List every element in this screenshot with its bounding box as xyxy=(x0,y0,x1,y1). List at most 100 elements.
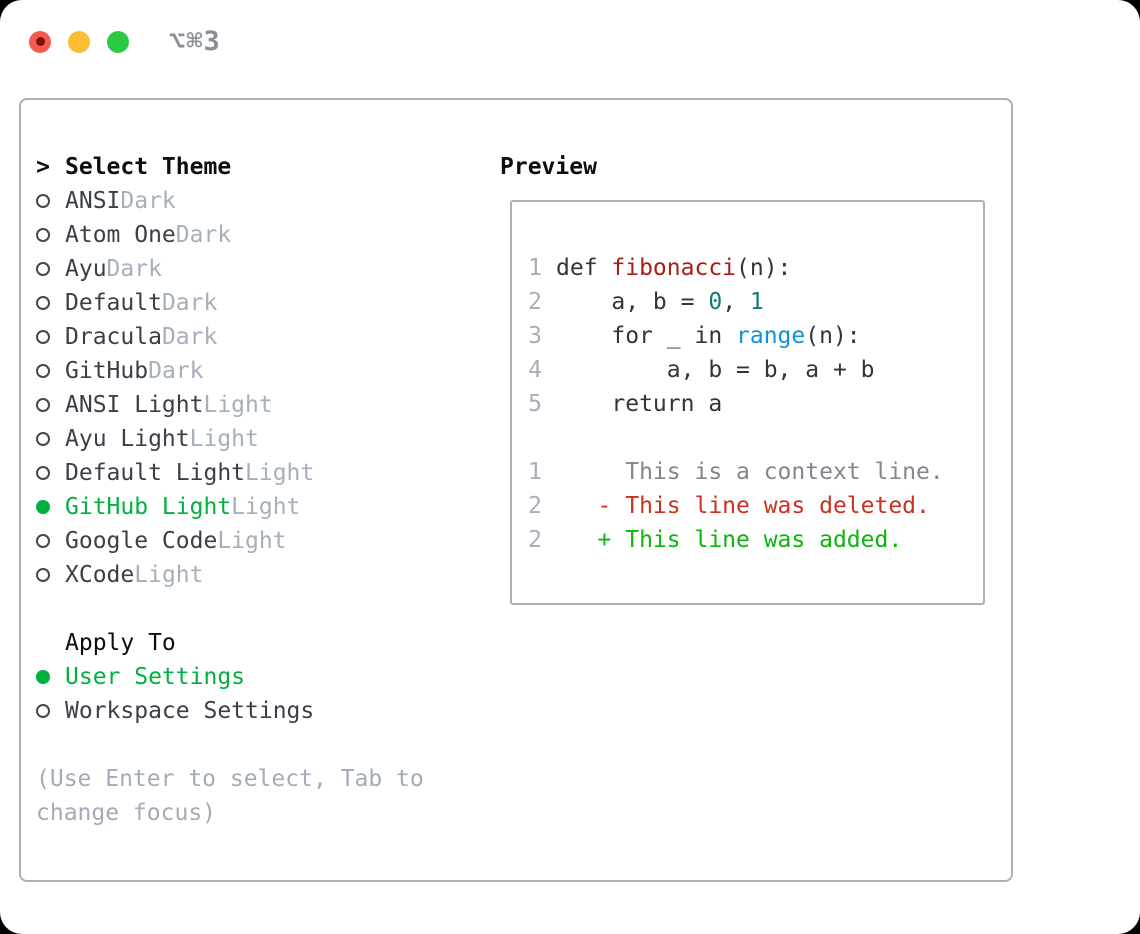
radio-selected-icon xyxy=(36,490,50,524)
help-text-line: (Use Enter to select, Tab to xyxy=(36,766,424,792)
code-token-plain: def xyxy=(556,255,612,281)
theme-option-github[interactable]: GitHub Dark xyxy=(36,354,486,388)
diff-line: 2 + This line was added. xyxy=(528,523,944,557)
theme-option-github-light[interactable]: GitHub Light Light xyxy=(36,490,486,524)
picker-header-row: > Select Theme xyxy=(36,150,486,184)
help-text-line: change focus) xyxy=(36,800,217,826)
code-token-plain: (n): xyxy=(736,255,792,281)
theme-option-ansi-light[interactable]: ANSI Light Light xyxy=(36,388,486,422)
minimize-button[interactable] xyxy=(68,30,90,53)
theme-name: Default xyxy=(65,290,162,316)
theme-name: Ayu xyxy=(65,256,107,282)
theme-option-default-light[interactable]: Default Light Light xyxy=(36,456,486,490)
theme-variant: Dark xyxy=(120,188,176,214)
line-number: 2 xyxy=(528,493,542,519)
code-token-plain: (n): xyxy=(805,323,861,349)
apply-to-header-row: Apply To xyxy=(36,626,486,660)
picker-header: Select Theme xyxy=(65,154,232,180)
zoom-button[interactable] xyxy=(107,30,129,53)
theme-option-xcode[interactable]: XCode Light xyxy=(36,558,486,592)
theme-name: ANSI Light xyxy=(65,392,204,418)
titlebar: ⌥⌘3 xyxy=(29,26,221,57)
close-button[interactable] xyxy=(29,30,51,53)
code-token-deleted: - This line was deleted. xyxy=(556,493,930,519)
theme-variant: Dark xyxy=(106,256,162,282)
radio-selected-icon xyxy=(36,660,50,694)
code-token-builtin: range xyxy=(736,323,806,349)
code-token-plain: , xyxy=(722,289,750,315)
theme-option-dracula[interactable]: Dracula Dark xyxy=(36,320,486,354)
theme-variant: Light xyxy=(203,392,273,418)
line-number: 3 xyxy=(528,323,542,349)
code-token-func: fibonacci xyxy=(611,255,737,281)
theme-name: Dracula xyxy=(65,324,162,350)
prompt-icon: > xyxy=(36,154,50,180)
radio-unselected-icon xyxy=(36,320,50,354)
theme-name: Google Code xyxy=(65,528,218,554)
code-token-plain: a, b = xyxy=(556,289,709,315)
theme-option-ayu[interactable]: Ayu Dark xyxy=(36,252,486,286)
theme-name: GitHub xyxy=(65,358,149,384)
apply-option-user-settings[interactable]: User Settings xyxy=(36,660,486,694)
radio-unselected-icon xyxy=(36,184,50,218)
radio-unselected-icon xyxy=(36,694,50,728)
apply-to-header: Apply To xyxy=(65,630,176,656)
code-token-added: + This line was added. xyxy=(556,527,903,553)
theme-variant: Light xyxy=(245,460,315,486)
radio-unselected-icon xyxy=(36,456,50,490)
code-token-plain: return a xyxy=(556,391,723,417)
code-token-context: This is a context line. xyxy=(556,459,944,485)
theme-name: XCode xyxy=(65,562,135,588)
theme-name: Ayu Light xyxy=(65,426,190,452)
apply-option-workspace-settings[interactable]: Workspace Settings xyxy=(36,694,486,728)
spacer-row xyxy=(36,592,486,626)
radio-unselected-icon xyxy=(36,422,50,456)
radio-unselected-icon xyxy=(36,354,50,388)
code-token-number: 1 xyxy=(749,289,764,315)
theme-variant: Light xyxy=(217,528,287,554)
radio-unselected-icon xyxy=(36,558,50,592)
code-line: 3 for _ in range(n): xyxy=(528,319,944,353)
code-line: 4 a, b = b, a + b xyxy=(528,353,944,387)
line-number: 2 xyxy=(528,289,542,315)
spacer-row xyxy=(36,728,486,762)
code-token-number: 0 xyxy=(708,289,723,315)
modified-dot-icon xyxy=(35,37,45,46)
theme-variant: Light xyxy=(231,494,301,520)
apply-option-name: User Settings xyxy=(65,664,246,690)
theme-option-ayu-light[interactable]: Ayu Light Light xyxy=(36,422,486,456)
theme-option-ansi[interactable]: ANSI Dark xyxy=(36,184,486,218)
radio-unselected-icon xyxy=(36,286,50,320)
theme-variant: Dark xyxy=(175,222,232,248)
theme-variant: Dark xyxy=(161,324,218,350)
theme-variant: Dark xyxy=(148,358,204,384)
code-token-plain: for _ in xyxy=(556,323,737,349)
window-shortcut-label: ⌥⌘3 xyxy=(169,26,221,57)
theme-option-atom-one[interactable]: Atom One Dark xyxy=(36,218,486,252)
theme-option-google-code[interactable]: Google Code Light xyxy=(36,524,486,558)
theme-variant: Light xyxy=(189,426,259,452)
diff-lines: 1 This is a context line.2 - This line w… xyxy=(528,455,944,557)
marker-spacer xyxy=(36,626,50,660)
theme-name: Atom One xyxy=(65,222,176,248)
theme-variant: Light xyxy=(134,562,204,588)
line-number: 1 xyxy=(528,255,542,281)
theme-option-default[interactable]: Default Dark xyxy=(36,286,486,320)
code-line: 1 def fibonacci(n): xyxy=(528,251,944,285)
line-number: 4 xyxy=(528,357,542,383)
line-number: 1 xyxy=(528,459,542,485)
theme-variant: Dark xyxy=(161,290,218,316)
diff-line: 2 - This line was deleted. xyxy=(528,489,944,523)
radio-unselected-icon xyxy=(36,218,50,252)
preview-title: Preview xyxy=(500,154,597,180)
radio-unselected-icon xyxy=(36,524,50,558)
diff-line: 1 This is a context line. xyxy=(528,455,944,489)
line-number: 5 xyxy=(528,391,542,417)
code-token-plain: a, b = b, a + b xyxy=(556,357,875,383)
